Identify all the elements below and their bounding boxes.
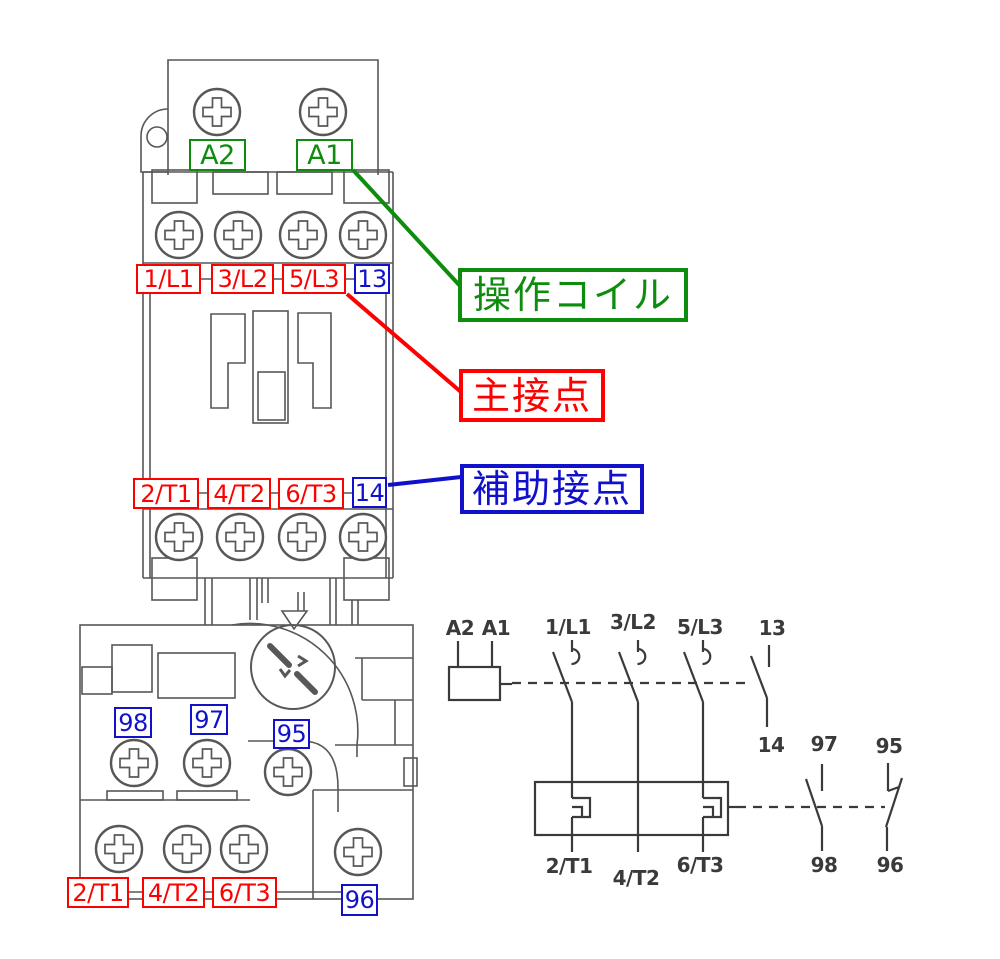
label-relay-terminal-95: 95 [273,719,310,749]
callout-leader-lines [345,168,463,487]
schematic-label-1l1: 1/L1 [545,615,591,639]
label-line-terminal-5l3: 5/L3 [282,264,346,294]
label-relay-load-6t3: 6/T3 [212,877,277,908]
schematic-label-2t1: 2/T1 [545,854,593,878]
schematic-label-5l3: 5/L3 [677,615,723,639]
label-load-terminal-4t2: 4/T2 [207,478,271,509]
label-relay-terminal-98: 98 [114,707,152,738]
schematic-label-3l2: 3/L2 [610,610,656,634]
label-relay-terminal-96: 96 [341,884,378,916]
label-aux-terminal-13: 13 [354,264,390,294]
schematic-label-14: 14 [757,733,785,757]
callout-operation-coil: 操作コイル [458,268,688,322]
callout-aux-contacts: 補助接点 [460,464,644,514]
schematic-label-a2: A2 [445,616,475,640]
contactor-body-linework [129,59,394,893]
schematic-label-13: 13 [758,616,786,640]
schematic-label-96: 96 [876,853,904,877]
schematic-label-a1: A1 [481,616,511,640]
schematic-coil-box [447,665,502,702]
aux-contact-leader-line [387,475,462,487]
label-aux-terminal-14: 14 [352,477,387,508]
label-load-terminal-6t3: 6/T3 [278,478,344,509]
relay-dial [250,624,336,710]
schematic-label-95: 95 [875,734,903,758]
label-coil-terminal-a2: A2 [189,139,246,171]
schematic-relay-box [533,780,730,837]
label-load-terminal-2t1: 2/T1 [133,478,199,509]
label-line-terminal-3l2: 3/L2 [211,264,274,294]
schematic-label-6t3: 6/T3 [676,853,724,877]
label-relay-load-4t2: 4/T2 [142,877,205,908]
schematic-label-97: 97 [810,732,838,756]
label-relay-terminal-97: 97 [190,704,228,735]
label-relay-load-2t1: 2/T1 [67,877,129,908]
schematic-linework [447,640,904,852]
schematic-label-98: 98 [810,853,838,877]
coil-leader-line [351,168,463,289]
callout-main-contacts: 主接点 [459,369,605,422]
main-contact-leader-line [345,292,463,394]
label-coil-terminal-a1: A1 [296,139,353,171]
schematic-label-4t2: 4/T2 [612,866,660,890]
label-line-terminal-1l1: 1/L1 [136,264,201,294]
